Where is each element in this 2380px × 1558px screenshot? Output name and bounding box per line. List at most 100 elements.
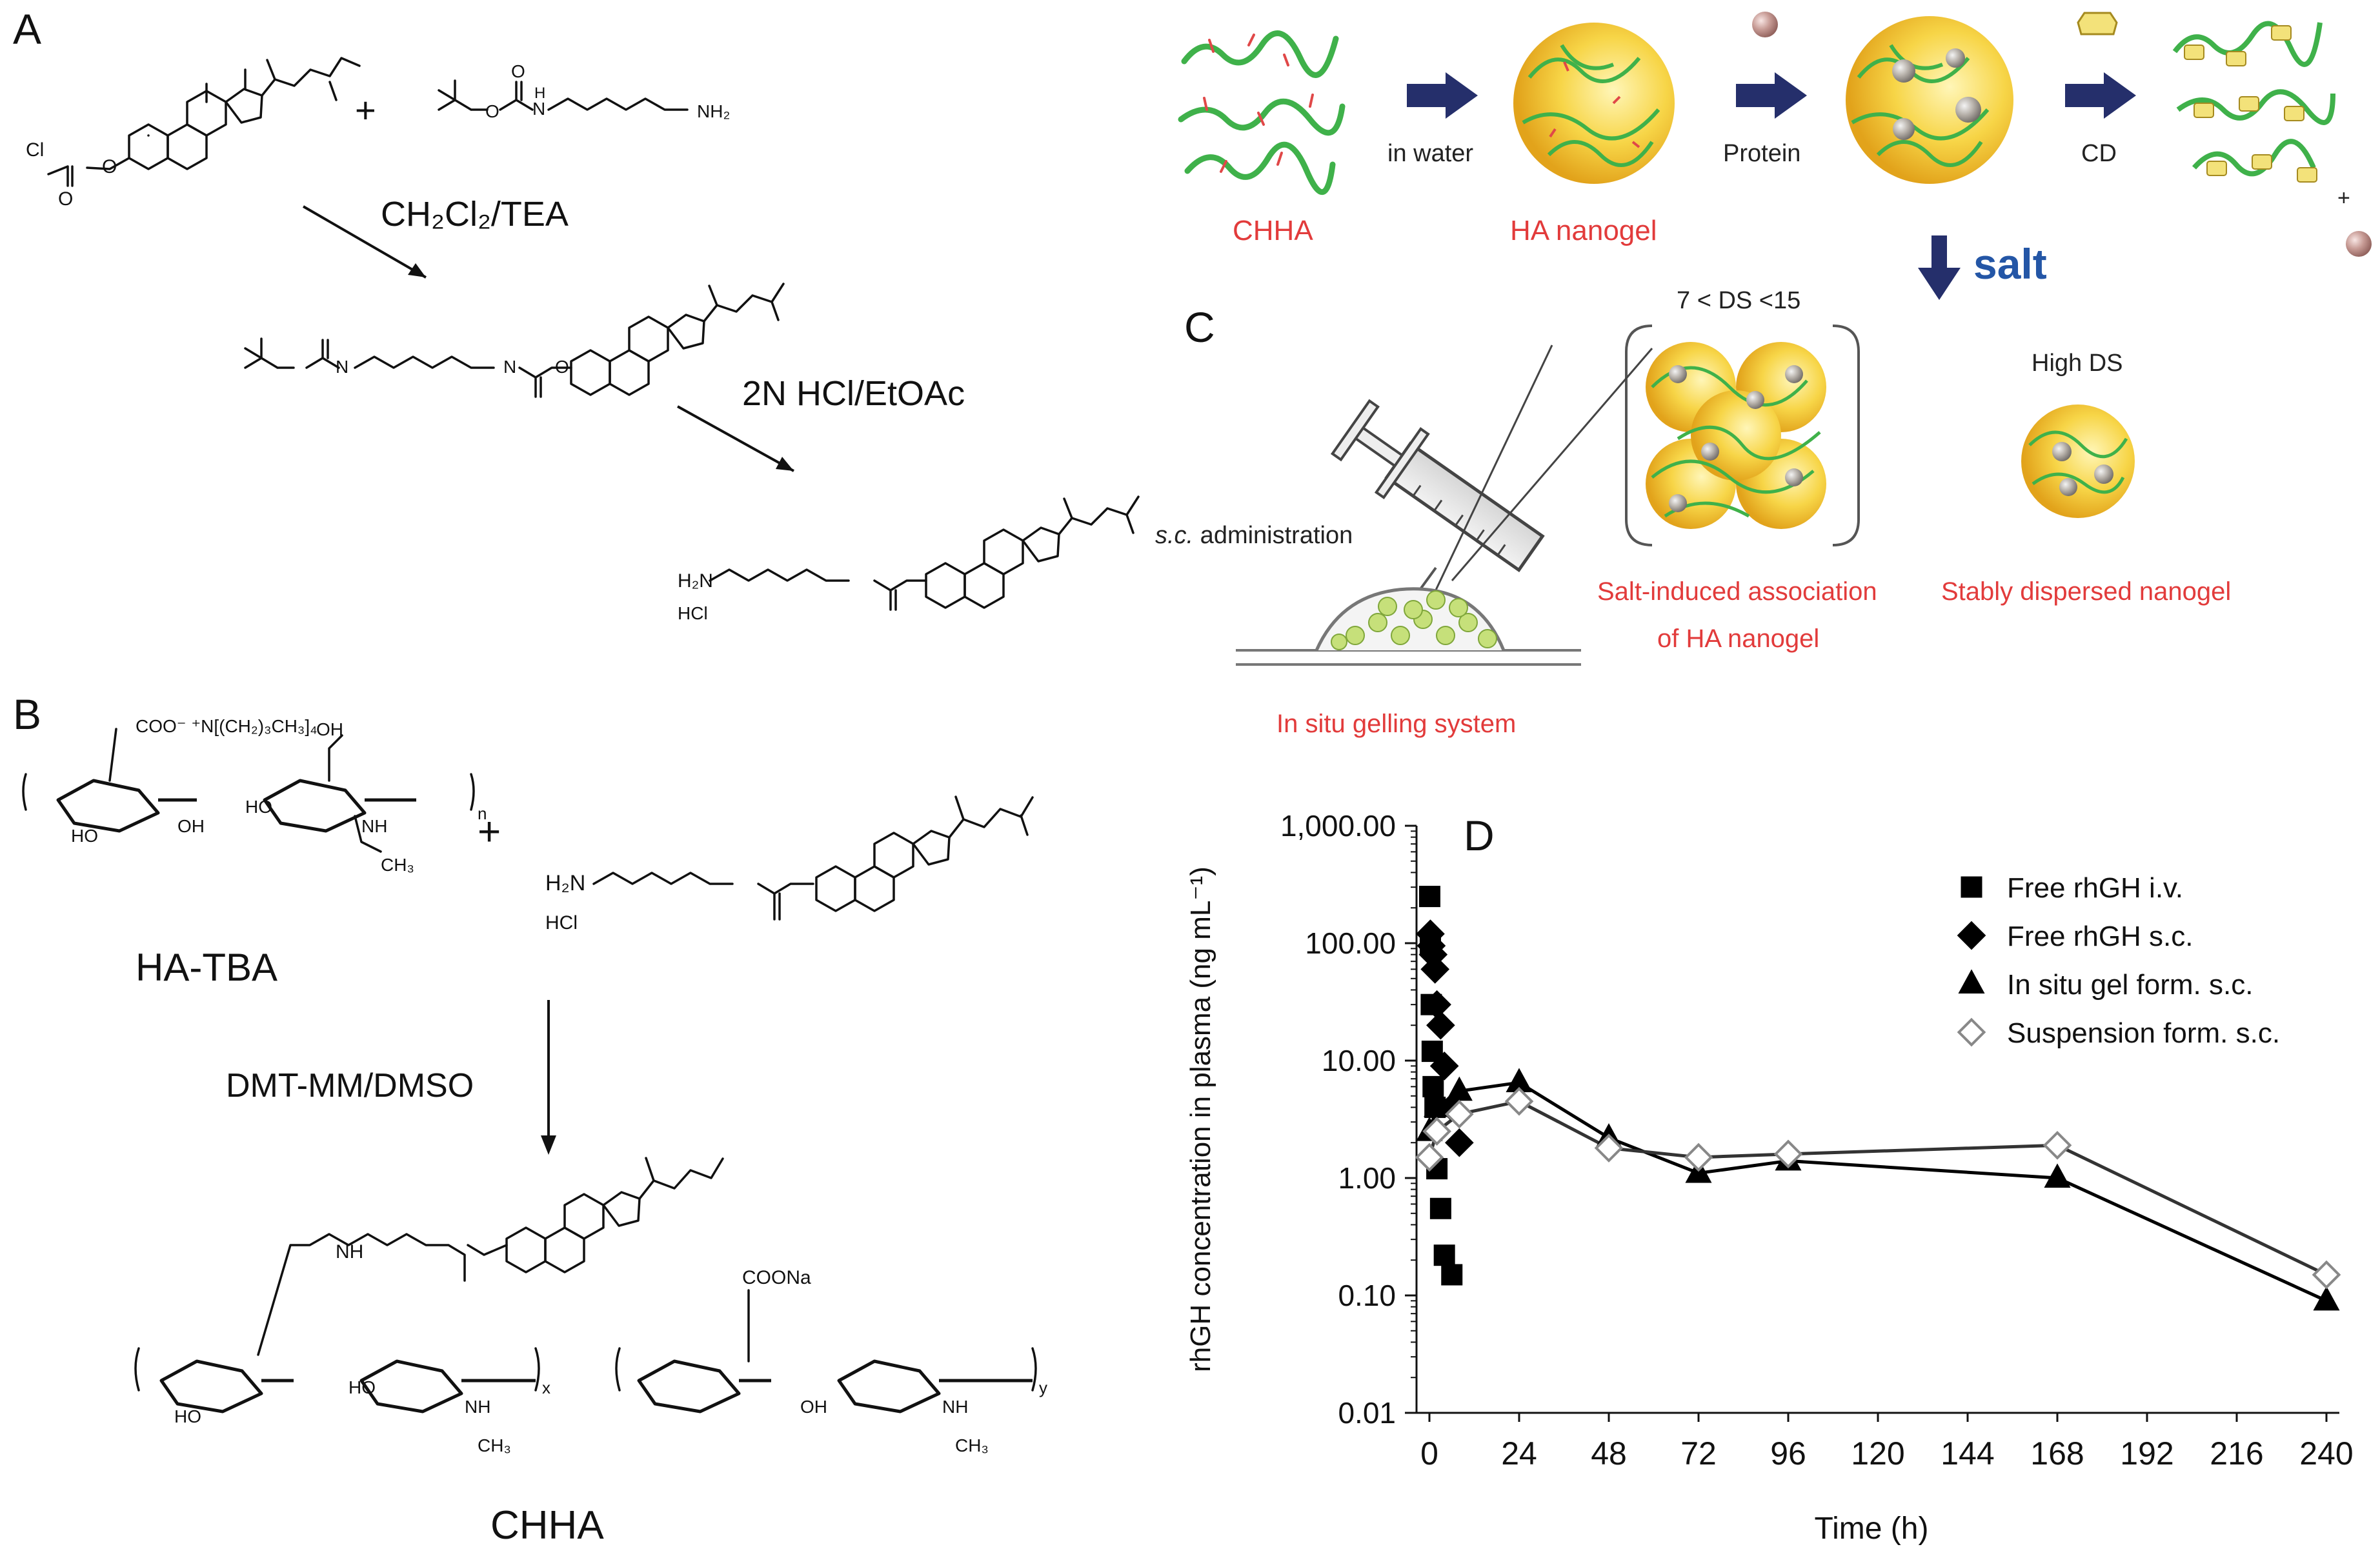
data-point-series-3 xyxy=(1684,1143,1713,1172)
step-in-water: in water xyxy=(1387,140,1473,167)
atom-cl: Cl xyxy=(26,139,44,161)
legend-label-3: Suspension form. s.c. xyxy=(2007,1017,2280,1049)
released-protein-particle xyxy=(2346,231,2372,257)
subscript-x: x xyxy=(542,1378,550,1397)
data-point-series-0 xyxy=(1433,1244,1455,1266)
series-line-3 xyxy=(1427,1099,2328,1277)
legend-label-0: Free rhGH i.v. xyxy=(2007,872,2183,904)
x-tick-label: 192 xyxy=(2120,1435,2173,1472)
panel-a-letter: A xyxy=(13,5,41,53)
x-tick-label: 144 xyxy=(1941,1435,1994,1472)
group-ch3: CH₃ xyxy=(478,1435,511,1455)
process-arrow-2 xyxy=(1736,72,1807,119)
panel-a: A Cl O O + O O N H NH₂ xyxy=(13,5,1140,623)
x-tick-label: 240 xyxy=(2299,1435,2353,1472)
y-tick-label: 100.00 xyxy=(1305,926,1396,960)
group-oh: OH xyxy=(177,816,205,836)
reaction-arrow-2 xyxy=(677,405,794,472)
series-lines xyxy=(1427,1081,2328,1303)
subscript-n: n xyxy=(478,804,487,823)
skin-layer xyxy=(1236,649,1581,666)
panel-d-letter: D xyxy=(1464,812,1495,859)
y-tick-label: 10.00 xyxy=(1322,1044,1396,1077)
label-high-ds: High DS xyxy=(2032,350,2123,377)
y-tick-label: 1.00 xyxy=(1338,1161,1396,1195)
cholesteryl-amine-reactant-structure: H₂N HCl xyxy=(545,795,1034,934)
label-ha-nanogel: HA nanogel xyxy=(1510,215,1657,246)
protein-loaded-nanogel xyxy=(1846,16,2013,184)
atom-o-2: O xyxy=(102,156,117,177)
data-point-series-1 xyxy=(1426,1010,1455,1040)
data-point-series-0 xyxy=(1429,1197,1451,1219)
label-stably-dispersed: Stably dispersed nanogel xyxy=(1941,577,2231,606)
group-oh: OH xyxy=(316,719,343,739)
data-point-series-3 xyxy=(1415,1143,1444,1172)
data-markers xyxy=(1415,886,2341,1311)
atom-o: O xyxy=(555,357,569,377)
x-tick-label: 0 xyxy=(1420,1435,1438,1472)
label-ds-range: 7 < DS <15 xyxy=(1677,287,1800,314)
process-arrow-3 xyxy=(2065,72,2136,119)
x-tick-label: 48 xyxy=(1591,1435,1627,1472)
ha-tba-label: HA-TBA xyxy=(136,946,277,989)
data-point-series-0 xyxy=(1422,1075,1444,1097)
atom-n: N xyxy=(336,357,348,377)
data-point-series-3 xyxy=(2042,1130,2072,1160)
protein-particle xyxy=(1752,12,1778,37)
cyclodextrin-icon xyxy=(2077,12,2118,35)
zoom-lines xyxy=(1431,345,1653,597)
label-chha: CHHA xyxy=(1233,215,1313,246)
group-ho: HO xyxy=(174,1406,201,1426)
group-h2n: H₂N xyxy=(545,871,585,895)
x-tick-label: 216 xyxy=(2210,1435,2263,1472)
atom-n: N xyxy=(503,357,516,377)
cd-complexed-strands xyxy=(2172,21,2335,183)
y-tick-label: 0.10 xyxy=(1338,1279,1396,1312)
associated-nanogel-cluster xyxy=(1646,342,1826,529)
label-sc-administration: s.c. administration xyxy=(1155,522,1353,549)
group-h2n: H₂N xyxy=(678,570,713,592)
zoom-bracket xyxy=(1625,325,1860,546)
group-nh2: NH₂ xyxy=(697,101,730,121)
atom-h: H xyxy=(534,85,545,102)
atom-o: O xyxy=(511,61,525,81)
group-coona: COONa xyxy=(742,1267,811,1288)
step-protein: Protein xyxy=(1723,140,1800,167)
data-point-series-3 xyxy=(1422,1117,1451,1146)
ha-tba-structure: COO⁻ ⁺N[(CH₂)₃CH₃]₄ HO OH HO OH NH CH₃ n xyxy=(22,716,487,875)
step-cd: CD xyxy=(2081,140,2117,167)
gel-depot-particles xyxy=(1331,590,1497,650)
data-point-series-1 xyxy=(1420,955,1450,984)
data-point-series-2 xyxy=(1424,1092,1451,1117)
atom-n: N xyxy=(532,99,545,119)
plus-sign-c: + xyxy=(2337,186,2350,210)
label-salt-induced-1: Salt-induced association xyxy=(1597,577,1877,606)
counterion-label: COO⁻ ⁺N[(CH₂)₃CH₃]₄ xyxy=(136,716,318,736)
group-oh: OH xyxy=(800,1397,827,1417)
data-point-series-2 xyxy=(2313,1286,2340,1311)
data-point-series-3 xyxy=(1594,1134,1624,1163)
label-salt: salt xyxy=(1973,240,2047,288)
group-nh: NH xyxy=(465,1397,490,1417)
data-point-series-3 xyxy=(1773,1139,1803,1169)
y-tick-label: 1,000.00 xyxy=(1280,809,1396,843)
process-arrow-1 xyxy=(1407,72,1478,119)
salt-hcl: HCl xyxy=(545,912,578,934)
group-ho: HO xyxy=(245,797,272,817)
group-nh: NH xyxy=(942,1397,968,1417)
stable-nanogel xyxy=(2021,404,2135,518)
chha-structure: NH COONa HO HO NH CH₃ x OH NH CH₃ y xyxy=(134,1157,1047,1455)
cholesteryl-chloroformate-structure: Cl O O xyxy=(26,57,361,210)
x-tick-label: 24 xyxy=(1501,1435,1537,1472)
data-point-series-1 xyxy=(1445,1128,1474,1157)
y-tick-label: 0.01 xyxy=(1338,1396,1396,1430)
ha-nanogel-ball xyxy=(1513,23,1675,184)
x-tick-label: 168 xyxy=(2030,1435,2084,1472)
reaction-arrow-1 xyxy=(302,205,427,279)
data-point-series-3 xyxy=(1445,1099,1474,1129)
group-ch3: CH₃ xyxy=(381,855,414,875)
group-ch3: CH₃ xyxy=(955,1435,989,1455)
